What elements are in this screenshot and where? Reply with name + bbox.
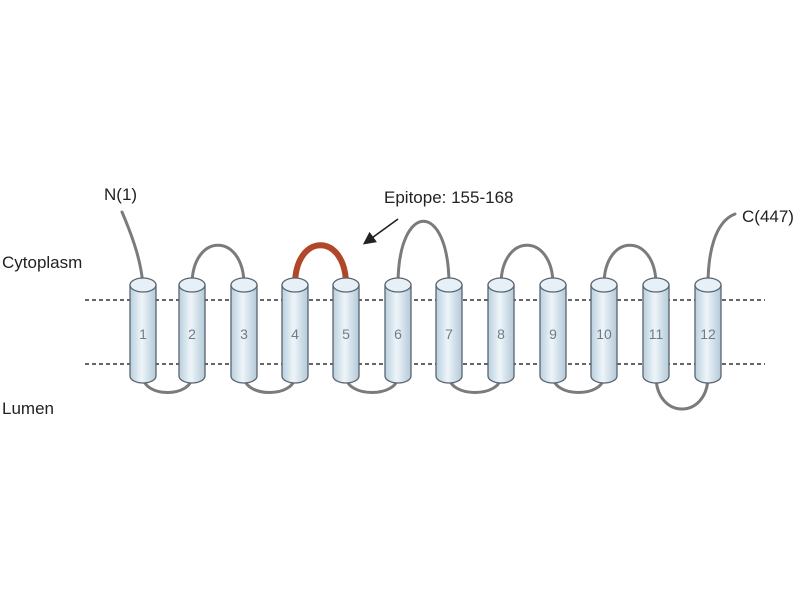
- c-terminus-label: C(447): [742, 207, 794, 226]
- helix-body: [539, 284, 567, 384]
- helix-number: 2: [188, 326, 196, 342]
- helix-cap: [332, 277, 360, 293]
- helix-12: 12: [694, 277, 722, 384]
- epitope-label: Epitope: 155-168: [384, 188, 514, 207]
- helix-2: 2: [178, 277, 206, 384]
- helix-body: [178, 284, 206, 384]
- cytoplasm-loop-8-9: [499, 243, 555, 287]
- helix-number: 6: [394, 326, 402, 342]
- c-terminal-tail: [706, 212, 737, 287]
- helix-body: [230, 284, 258, 384]
- helix-9: 9: [539, 277, 567, 384]
- helix-body: [281, 284, 309, 384]
- helix-body: [129, 284, 157, 384]
- cytoplasm-loop-10-11: [602, 243, 658, 287]
- helix-number: 9: [549, 326, 557, 342]
- helix-body: [435, 284, 463, 384]
- helix-10: 10: [590, 277, 618, 384]
- helix-3: 3: [230, 277, 258, 384]
- helix-number: 10: [596, 326, 612, 342]
- helix-number: 5: [342, 326, 350, 342]
- helix-cap: [487, 277, 515, 293]
- helix-cap: [384, 277, 412, 293]
- epitope-loop: [292, 242, 349, 288]
- n-terminal-tail: [120, 210, 145, 287]
- lumen-loop-11-12: [654, 374, 710, 411]
- cytoplasm-loop-6-7: [396, 220, 451, 287]
- helix-cap: [178, 277, 206, 293]
- helix-cap: [642, 277, 670, 293]
- helix-1: 1: [129, 277, 157, 384]
- helix-cap: [129, 277, 157, 293]
- helix-4: 4: [281, 277, 309, 384]
- helix-7: 7: [435, 277, 463, 384]
- helix-11: 11: [642, 277, 670, 384]
- helix-cap: [694, 277, 722, 293]
- helix-number: 12: [700, 326, 716, 342]
- helix-body: [694, 284, 722, 384]
- helix-cap: [435, 277, 463, 293]
- helix-body: [487, 284, 515, 384]
- cytoplasm-loop-2-3: [190, 243, 246, 287]
- helix-8: 8: [487, 277, 515, 384]
- helix-5: 5: [332, 277, 360, 384]
- helix-6: 6: [384, 277, 412, 384]
- epitope-arrow: [362, 218, 399, 245]
- helix-body: [590, 284, 618, 384]
- helix-number: 7: [445, 326, 453, 342]
- cytoplasm-label: Cytoplasm: [2, 253, 82, 272]
- helix-number: 3: [240, 326, 248, 342]
- helix-cap: [539, 277, 567, 293]
- lumen-label: Lumen: [2, 399, 54, 418]
- helix-cap: [281, 277, 309, 293]
- helix-cap: [230, 277, 258, 293]
- n-terminus-label: N(1): [104, 185, 137, 204]
- helix-number: 11: [649, 326, 664, 342]
- helix-number: 4: [291, 326, 299, 342]
- helix-body: [384, 284, 412, 384]
- helix-number: 8: [497, 326, 505, 342]
- helix-number: 1: [139, 326, 147, 342]
- helix-body: [332, 284, 360, 384]
- helix-cap: [590, 277, 618, 293]
- helix-body: [642, 284, 670, 384]
